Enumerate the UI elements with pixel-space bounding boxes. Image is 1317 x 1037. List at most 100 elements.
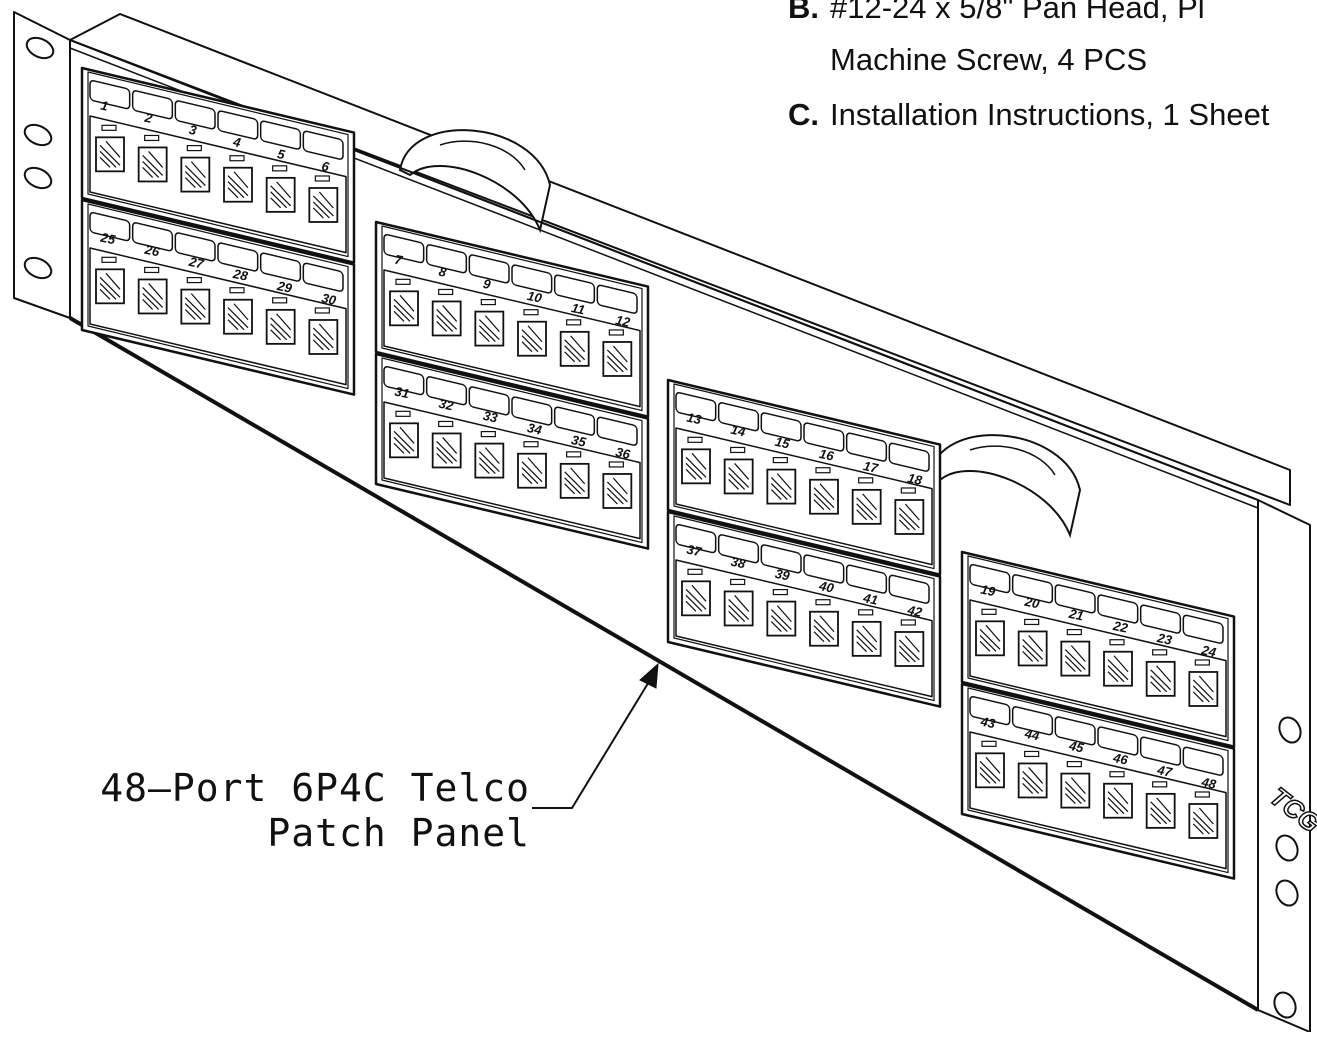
rear-clip-right-highlight <box>969 445 1056 476</box>
mounting-slot <box>1275 879 1299 907</box>
port-row-frame <box>666 510 942 708</box>
jack-contacts <box>606 345 628 373</box>
label-strip-box <box>1011 706 1054 736</box>
jack-contacts <box>393 294 415 322</box>
label-strip-box <box>383 233 425 264</box>
rj-jack <box>602 341 633 377</box>
port-number: 38 <box>730 554 748 572</box>
port-number: 24 <box>1199 642 1218 660</box>
jack-contacts <box>856 493 878 521</box>
led-indicator <box>314 307 330 314</box>
led-indicator <box>480 298 496 306</box>
label-strip-box <box>511 264 553 294</box>
led-indicator <box>815 467 831 474</box>
jack-contacts <box>898 635 920 663</box>
mounting-slot <box>23 123 53 147</box>
jack-contacts <box>1150 665 1172 693</box>
port-number: 9 <box>482 276 493 292</box>
jack-contacts <box>685 584 707 612</box>
port-number: 17 <box>862 458 880 476</box>
jack-strip <box>969 599 1227 738</box>
led-indicator <box>438 420 454 428</box>
jack-contacts <box>979 756 1001 784</box>
led-indicator <box>981 608 997 615</box>
label-strip-box <box>468 386 510 416</box>
callout-label: 48—Port 6P4C Telco Patch Panel <box>100 766 530 866</box>
led-indicator <box>858 609 874 616</box>
port-number: 16 <box>818 446 836 464</box>
jack-strip <box>383 269 641 408</box>
label-strip-box <box>302 262 344 292</box>
port-number: 36 <box>614 444 632 462</box>
led-indicator <box>229 155 245 162</box>
jack-contacts <box>1064 777 1086 805</box>
label-strip-box <box>969 563 1011 594</box>
port-number: 33 <box>482 408 500 426</box>
label-strip-box <box>760 544 802 574</box>
led-indicator <box>1024 750 1040 758</box>
rj-jack <box>474 442 505 479</box>
jack-contacts <box>728 463 750 490</box>
led-indicator <box>858 477 874 484</box>
label-strip-box <box>1054 584 1096 614</box>
jack-contacts <box>270 313 292 341</box>
port-number: 43 <box>978 713 997 731</box>
label-strip-box <box>1054 716 1096 746</box>
label-strip-box <box>675 391 717 422</box>
parts-list-item-b-continuation: Machine Screw, 4 PCS <box>830 42 1148 77</box>
label-strip-box <box>675 523 717 554</box>
rj-jack <box>975 752 1005 789</box>
jack-contacts <box>270 181 292 209</box>
label-strip-box <box>468 254 510 284</box>
rj-jack <box>1017 630 1048 667</box>
led-indicator <box>608 461 624 468</box>
label-strip-box <box>845 432 888 462</box>
port-row-frame <box>960 682 1236 880</box>
port-row-bezel <box>381 225 643 412</box>
port-number: 18 <box>906 470 924 488</box>
rj-jack <box>766 468 797 505</box>
port-number: 44 <box>1023 726 1042 744</box>
jack-contacts <box>521 457 543 485</box>
label-strip-box <box>845 564 888 594</box>
port-row-bezel <box>673 383 935 570</box>
port-number: 2 <box>143 110 155 127</box>
led-indicator <box>229 287 245 294</box>
port-number: 1 <box>99 98 109 114</box>
label-strip-box <box>259 120 302 150</box>
rear-clip-left-highlight <box>439 140 526 171</box>
rj-jack <box>474 310 505 347</box>
port-number: 20 <box>1023 594 1042 612</box>
label-strip-box <box>596 416 638 446</box>
label-strip-box <box>888 574 930 604</box>
mounting-slot <box>1273 991 1297 1019</box>
port-number: 48 <box>1199 774 1218 792</box>
port-number: 4 <box>231 134 243 151</box>
port-number: 37 <box>685 542 703 560</box>
rj-jack <box>766 600 797 637</box>
port-number: 45 <box>1067 738 1086 756</box>
rj-jack <box>389 290 419 327</box>
led-indicator <box>608 329 624 336</box>
jack-contacts <box>436 305 458 332</box>
port-number: 8 <box>438 264 449 280</box>
rj-jack <box>137 278 168 315</box>
jack-contacts <box>521 325 543 353</box>
led-indicator <box>1109 771 1125 778</box>
led-indicator <box>523 441 539 448</box>
port-number: 28 <box>231 266 250 284</box>
port-number: 30 <box>320 290 338 308</box>
part-letter: C. <box>788 97 819 132</box>
led-indicator <box>144 266 160 274</box>
port-number: 31 <box>393 384 410 402</box>
top-rail <box>69 13 1291 506</box>
label-strip-box <box>511 396 553 426</box>
port-number: 32 <box>438 396 456 414</box>
label-strip-box <box>1139 736 1182 766</box>
label-strip-box <box>383 365 425 396</box>
jack-contacts <box>898 503 920 531</box>
jack-contacts <box>813 615 835 643</box>
rj-jack <box>265 176 296 213</box>
label-strip-box <box>217 242 259 272</box>
